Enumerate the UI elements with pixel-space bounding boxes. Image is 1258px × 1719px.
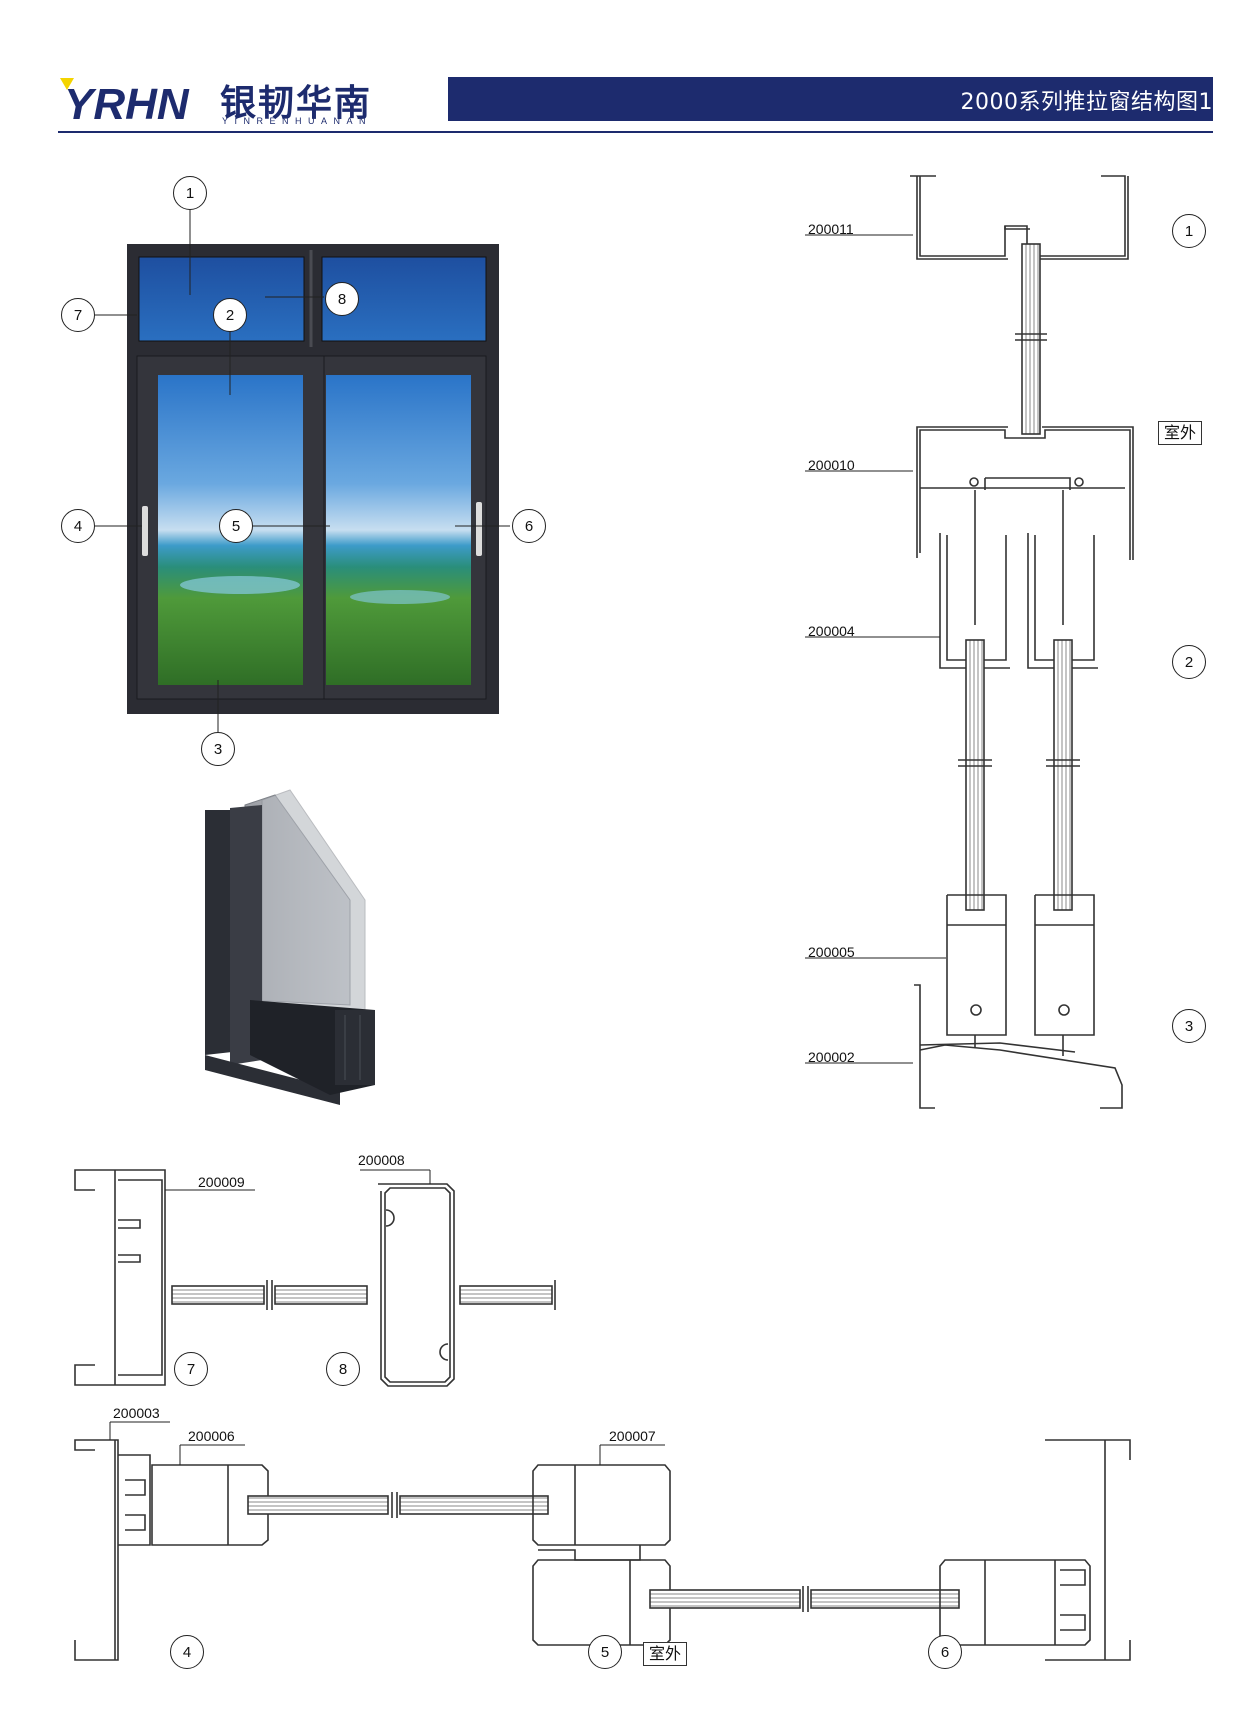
callout-6: 6 xyxy=(512,509,546,543)
logo-letters: YRHN xyxy=(64,80,190,126)
photo-callout-lines xyxy=(95,210,510,732)
callout-4: 4 xyxy=(61,509,95,543)
profile-200002: 200002 xyxy=(808,1049,855,1065)
vertical-section xyxy=(910,175,1134,1109)
vertical-leaders xyxy=(805,234,946,1064)
frame-corner-render xyxy=(205,789,375,1105)
horizontal-section xyxy=(74,1439,1131,1661)
node-1: 1 xyxy=(1172,214,1206,248)
page-title: 2000系列推拉窗结构图1 xyxy=(960,90,1213,115)
profile-200007: 200007 xyxy=(609,1428,656,1444)
node-6: 6 xyxy=(928,1635,962,1669)
horizontal-leaders xyxy=(109,1421,665,1465)
callout-2: 2 xyxy=(213,298,247,332)
profile-200009: 200009 xyxy=(198,1174,245,1190)
callout-7: 7 xyxy=(61,298,95,332)
profile-200006: 200006 xyxy=(188,1428,235,1444)
brand-name-en: YINRENHUANAN xyxy=(222,116,373,126)
node-7: 7 xyxy=(174,1352,208,1386)
callout-8: 8 xyxy=(325,282,359,316)
brand-name-cn: 银韧华南 xyxy=(220,83,373,124)
logo-mark: YRHN xyxy=(60,78,190,126)
callout-1: 1 xyxy=(173,176,207,210)
callout-3: 3 xyxy=(201,732,235,766)
profile-200008: 200008 xyxy=(358,1152,405,1168)
node-5: 5 xyxy=(588,1635,622,1669)
profile-200004: 200004 xyxy=(808,623,855,639)
header-rule xyxy=(58,131,1213,133)
node-3: 3 xyxy=(1172,1009,1206,1043)
node-8: 8 xyxy=(326,1352,360,1386)
window-photo xyxy=(127,244,499,714)
profile-200011: 200011 xyxy=(808,221,854,237)
outside-label-horizontal: 室外 xyxy=(643,1642,688,1666)
header-band xyxy=(448,77,1213,121)
brand-logo: YRHN 银韧华南 YINRENHUANAN xyxy=(60,76,430,126)
leaders-7-8 xyxy=(165,1169,431,1191)
sections-7-8 xyxy=(74,1169,556,1387)
node-2: 2 xyxy=(1172,645,1206,679)
outside-label-vertical: 室外 xyxy=(1158,421,1203,445)
profile-200005: 200005 xyxy=(808,944,855,960)
callout-5: 5 xyxy=(219,509,253,543)
node-4: 4 xyxy=(170,1635,204,1669)
profile-200003: 200003 xyxy=(113,1405,160,1421)
profile-200010: 200010 xyxy=(808,457,855,473)
